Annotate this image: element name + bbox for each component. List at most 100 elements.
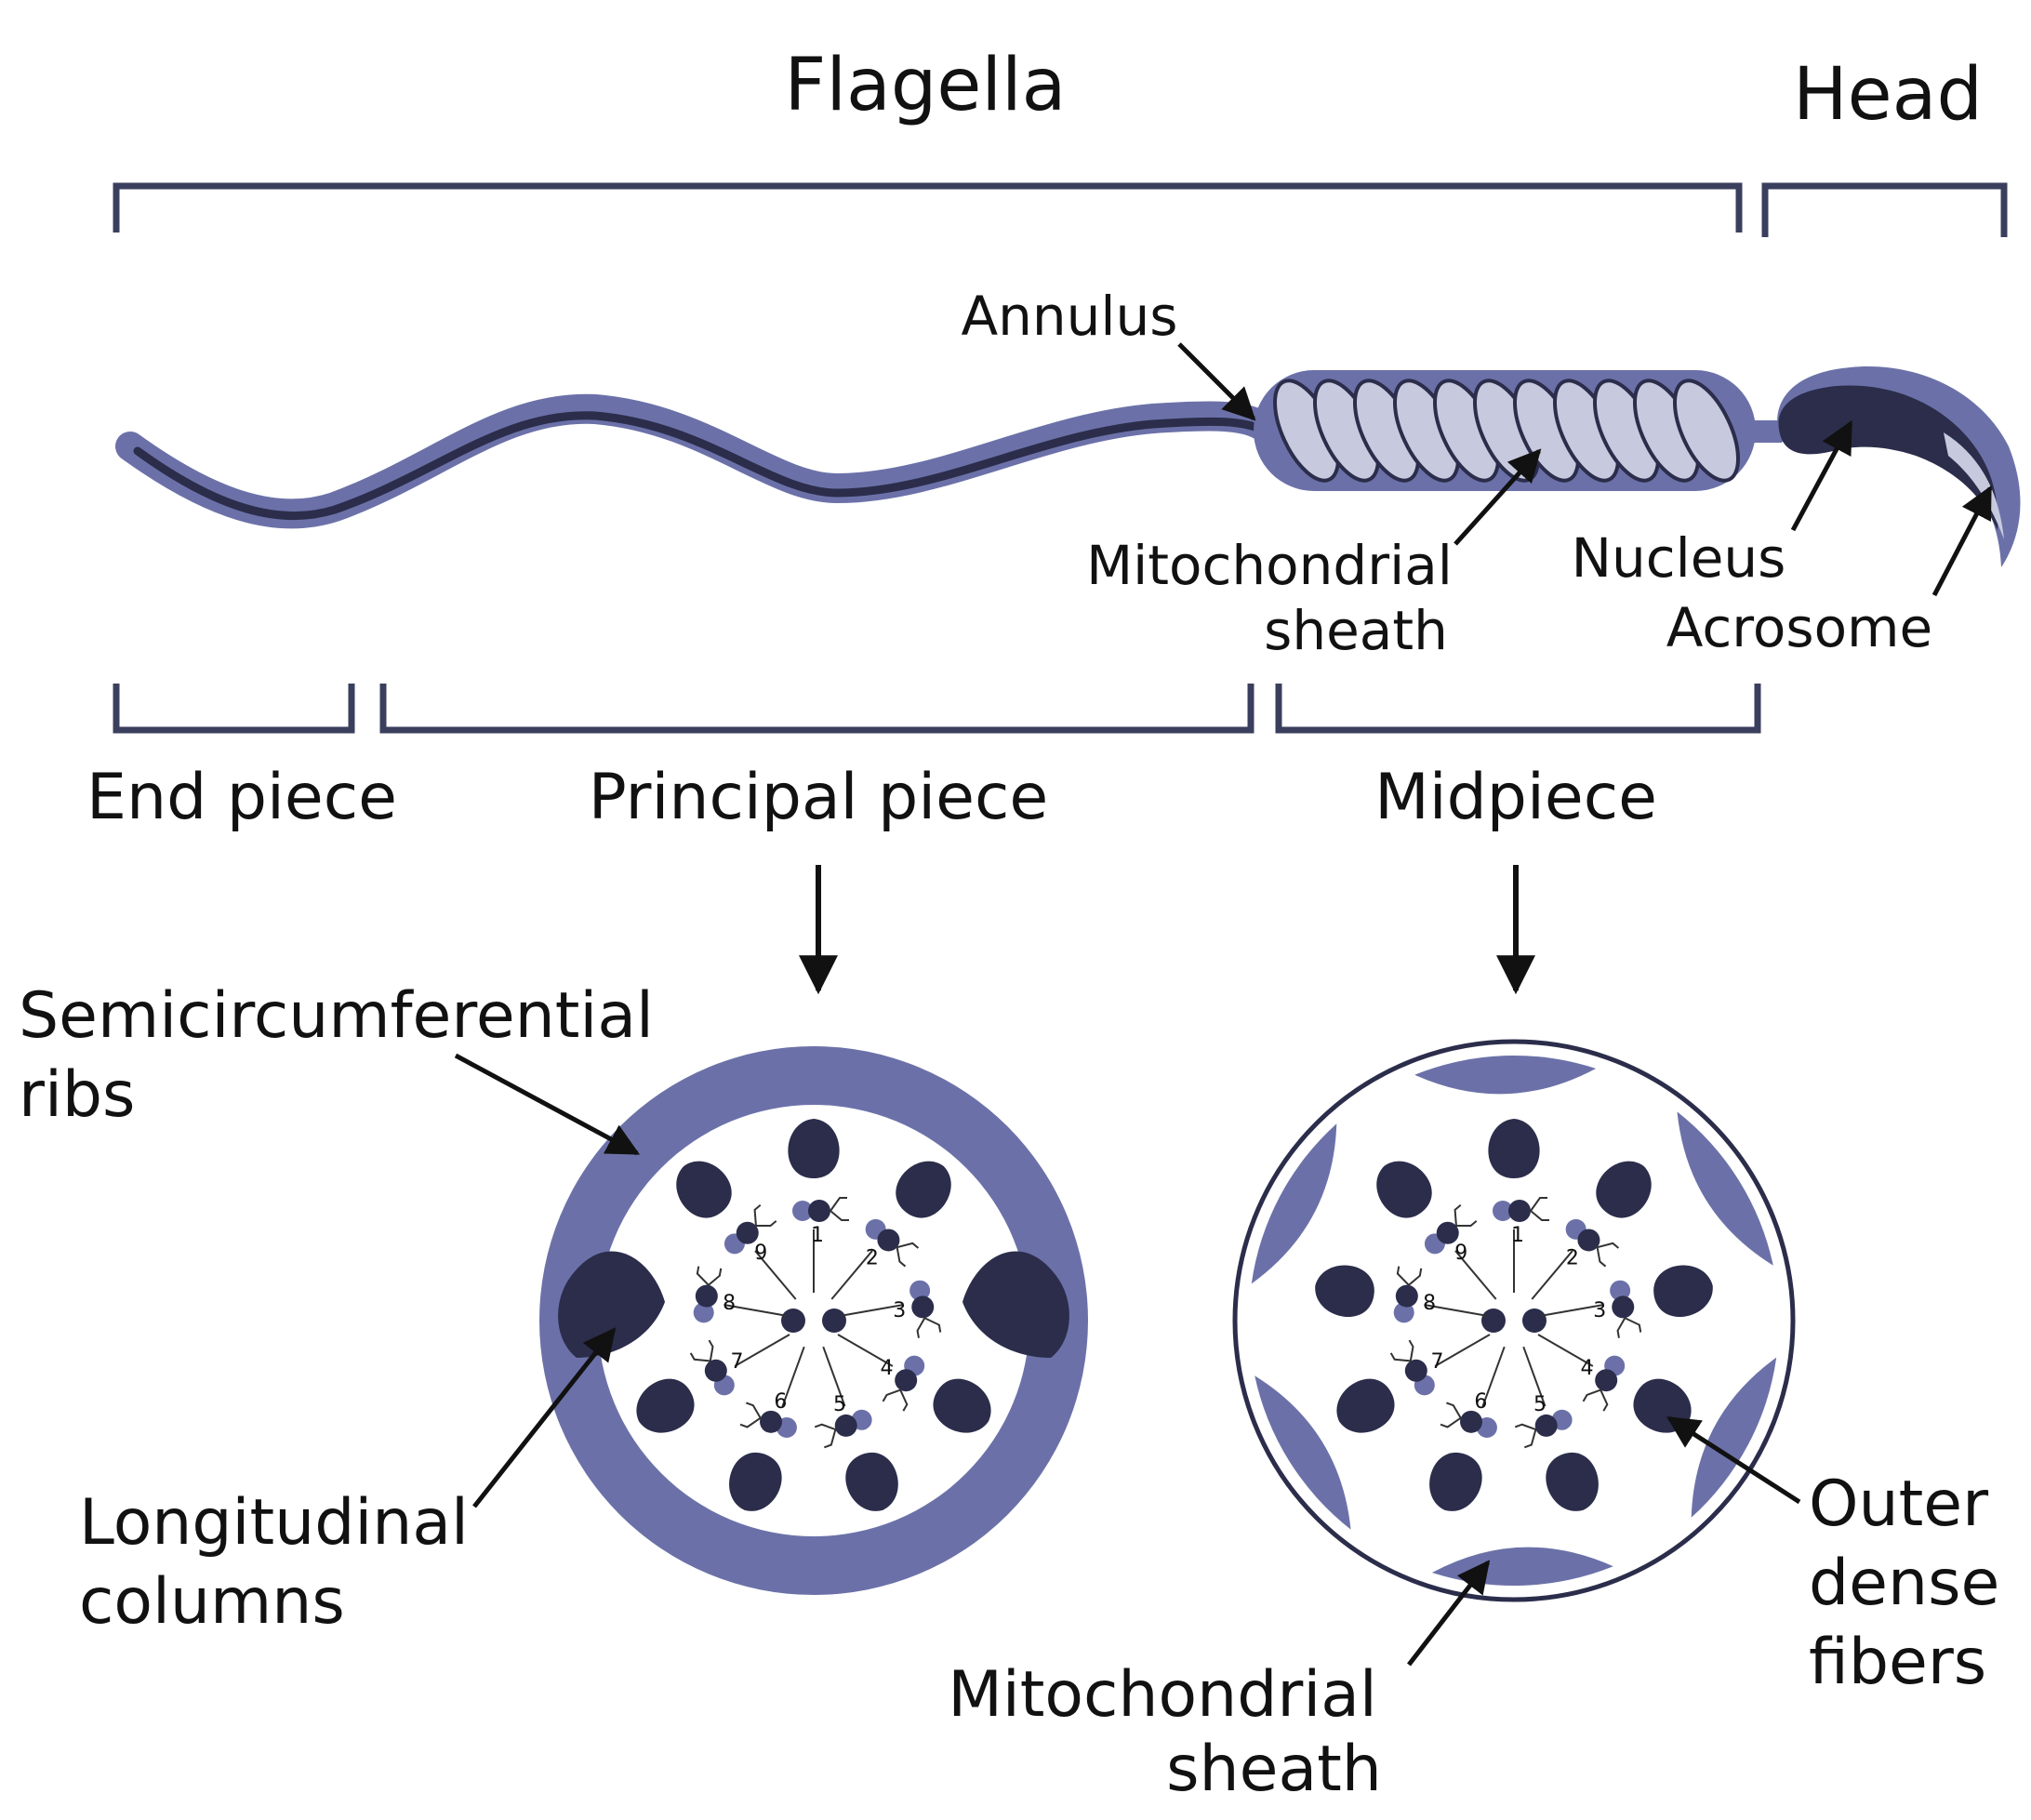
head-bracket [1761, 182, 2008, 237]
head-title: Head [1793, 53, 1983, 137]
longitudinal-column-right [962, 1251, 1069, 1358]
outer-dense-fiber [896, 1161, 951, 1218]
dynein-arm [830, 1197, 847, 1212]
principal-piece-label: Principal piece [589, 761, 1049, 834]
nucleus-label: Nucleus [1572, 526, 1786, 590]
dynein-arm [1514, 1423, 1536, 1430]
radial-spoke [1522, 1346, 1546, 1407]
dynein-arm [1616, 1317, 1626, 1338]
doublet-number: 1 [1511, 1224, 1524, 1247]
doublet-a-tubule [704, 1359, 727, 1382]
dynein-arm [896, 1247, 907, 1268]
dynein-arm [923, 1317, 942, 1333]
radial-spoke [1434, 1334, 1491, 1367]
doublet-a-tubule [1395, 1284, 1418, 1308]
outer-dense-fiber [1596, 1161, 1652, 1218]
radial-spoke [822, 1346, 846, 1407]
doublet-a-tubule [877, 1229, 900, 1252]
acrosome-arrow [1931, 485, 1993, 597]
doublet-number: 7 [1430, 1350, 1443, 1374]
doublet-b-tubule [1393, 1302, 1414, 1323]
mito-sheath-bottom-arrow [1407, 1560, 1491, 1667]
dynein-arm [739, 1416, 762, 1428]
longitudinal-label-1: Longitudinal [79, 1486, 469, 1560]
mitochondria-helix [1272, 379, 1741, 483]
longitudinal-arrow [472, 1327, 617, 1508]
radial-spoke [1424, 1303, 1487, 1317]
doublet-b-tubule [909, 1280, 931, 1301]
radial-spoke [754, 1250, 797, 1300]
mitochondrion-segment [1251, 1123, 1337, 1284]
end-piece-bracket [113, 684, 355, 734]
acrosome-highlight [1944, 432, 2004, 539]
dynein-arm [1454, 1203, 1462, 1227]
dynein-arm [1596, 1247, 1607, 1268]
dynein-arm [753, 1203, 762, 1227]
radial-spoke [1454, 1250, 1497, 1300]
dynein-arm [1455, 1220, 1478, 1228]
radial-spoke [837, 1334, 894, 1367]
semicircumferential-label-1: Semicircumferential [19, 979, 654, 1053]
dynein-arm [896, 1242, 920, 1249]
doublet-number: 1 [811, 1224, 824, 1247]
doublet-b-tubule [1493, 1201, 1513, 1221]
mito-sheath-bottom-label-2: sheath [1166, 1733, 1382, 1806]
central-microtubule [1522, 1309, 1546, 1333]
radial-spoke [1481, 1346, 1506, 1407]
doublet-a-tubule [895, 1369, 918, 1392]
dynein-arm [1396, 1266, 1410, 1286]
doublet-a-tubule [911, 1295, 935, 1319]
radial-spoke [1541, 1303, 1604, 1317]
dynein-arm [1582, 1388, 1601, 1402]
dynein-arm [1389, 1352, 1411, 1362]
central-microtubule [822, 1309, 846, 1333]
dynein-arm [1600, 1389, 1609, 1412]
doublet-number: 6 [1474, 1390, 1487, 1414]
end-piece-label: End piece [86, 761, 397, 834]
outer-dense-fiber [1488, 1119, 1540, 1178]
midpiece-bracket [1275, 684, 1761, 734]
doublet-a-tubule [1460, 1410, 1483, 1433]
doublet-number: 8 [1423, 1292, 1436, 1315]
dynein-arm [689, 1352, 710, 1362]
doublet-a-tubule [1404, 1359, 1427, 1382]
outer-dense-fiber [845, 1452, 898, 1511]
outer-dense-fiber [1653, 1265, 1713, 1318]
radial-spoke [781, 1346, 805, 1407]
doublet-number: 9 [1454, 1242, 1467, 1265]
outer-dense-fiber [1429, 1452, 1482, 1511]
neck [1752, 420, 1782, 443]
annulus-label: Annulus [961, 285, 1177, 348]
outer-dense-fiber [676, 1161, 732, 1218]
outer-dense-fiber [636, 1378, 695, 1433]
flagella-title: Flagella [785, 44, 1067, 127]
outer-dense-fiber [1546, 1452, 1599, 1511]
tail [115, 393, 1280, 529]
doublet-number: 3 [1593, 1299, 1606, 1322]
dynein-arm [1440, 1416, 1462, 1428]
doublet-number: 2 [1566, 1246, 1579, 1269]
doublet-number: 7 [730, 1350, 743, 1374]
outer-dense-arrow [1666, 1415, 1801, 1505]
dynein-arm [708, 1268, 723, 1286]
doublet-number: 2 [866, 1246, 879, 1269]
outer-dense-label-3: fibers [1809, 1626, 1986, 1699]
doublet-a-tubule [1612, 1295, 1635, 1319]
mito-sheath-top-label-2: sheath [1264, 599, 1448, 662]
mitochondrion-segment [1414, 1056, 1597, 1095]
midpiece-label: Midpiece [1374, 761, 1657, 834]
dynein-arm [755, 1220, 777, 1228]
dynein-arm [696, 1266, 710, 1286]
plasma-membrane [1232, 1039, 1796, 1602]
flagella-bracket [113, 182, 1743, 232]
doublet-a-tubule [1508, 1200, 1531, 1222]
annulus-arrow [1177, 342, 1256, 421]
dynein-arm [1408, 1339, 1414, 1362]
doublet-number: 4 [1581, 1357, 1594, 1380]
dynein-arm [1624, 1317, 1642, 1333]
doublet-a-tubule [760, 1410, 783, 1433]
radial-spoke [723, 1303, 787, 1317]
